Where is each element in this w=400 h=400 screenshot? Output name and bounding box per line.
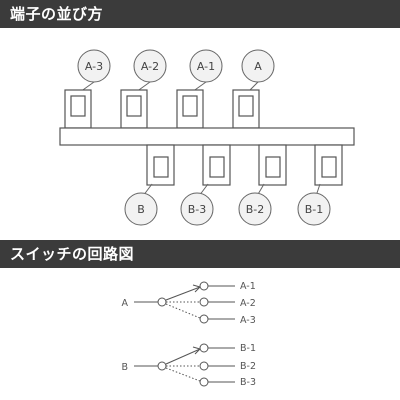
switch-arm-dotted (165, 303, 201, 319)
output-node (199, 343, 209, 353)
switch-arm-dotted (165, 367, 201, 382)
switch-body-bar (59, 127, 355, 146)
section-title-terminal-layout: 端子の並び方 (10, 5, 104, 23)
top-label-circle (77, 49, 111, 83)
circuit-common-label: A (122, 298, 129, 309)
circuit-group-b: B B-1 B-2 B-3 (121, 343, 256, 388)
output-node (199, 361, 209, 371)
circuit-output-label: A-3 (240, 315, 256, 326)
bottom-label-circle (180, 192, 214, 226)
output-node (199, 281, 209, 291)
terminal-slot (265, 156, 281, 178)
circuit-common-label: B (121, 362, 128, 373)
bottom-terminal-group: B B-3 B-2 B-1 (124, 144, 343, 226)
top-terminal-label: A-3 (85, 60, 103, 73)
bottom-terminal-label: B (137, 203, 145, 216)
terminal-slot (321, 156, 337, 178)
top-terminal-label: A (254, 60, 262, 73)
terminal-slot (153, 156, 169, 178)
section-header-terminal-layout: 端子の並び方 (0, 0, 400, 28)
output-node (199, 314, 209, 324)
top-label-circle (241, 49, 275, 83)
bottom-terminal-label: B-1 (305, 203, 324, 216)
terminal-slot (238, 95, 254, 117)
bottom-terminal-label: B-2 (246, 203, 265, 216)
circuit-group-a: A A-1 A-2 A-3 (122, 281, 256, 326)
top-label-circle (189, 49, 223, 83)
section-title-circuit-diagram: スイッチの回路図 (10, 245, 135, 263)
terminal-layout: A-3 A-2 A-1 A (59, 49, 355, 226)
top-terminal-label: A-2 (141, 60, 159, 73)
top-terminal-group: A-3 A-2 A-1 A (64, 49, 275, 129)
terminal-slot (209, 156, 225, 178)
top-terminal-label: A-1 (197, 60, 215, 73)
output-node (199, 297, 209, 307)
common-node (157, 297, 167, 307)
bottom-label-circle (238, 192, 272, 226)
switch-arm (165, 348, 201, 365)
circuit-output-label: B-3 (240, 377, 256, 388)
common-node (157, 361, 167, 371)
terminal-slot (126, 95, 142, 117)
circuit-output-label: B-1 (240, 343, 256, 354)
switch-arm (165, 286, 201, 301)
bottom-terminal (146, 144, 175, 186)
circuit-output-label: A-1 (240, 281, 256, 292)
section-header-circuit-diagram: スイッチの回路図 (0, 240, 400, 268)
circuit-diagram: A A-1 A-2 A-3 B (121, 281, 256, 388)
terminal-slot (70, 95, 86, 117)
output-node (199, 377, 209, 387)
top-label-circle (133, 49, 167, 83)
bottom-terminal-label: B-3 (188, 203, 207, 216)
circuit-output-label: A-2 (240, 298, 256, 309)
terminal-slot (182, 95, 198, 117)
circuit-output-label: B-2 (240, 361, 256, 372)
bottom-label-circle (124, 192, 158, 226)
bottom-label-circle (297, 192, 331, 226)
